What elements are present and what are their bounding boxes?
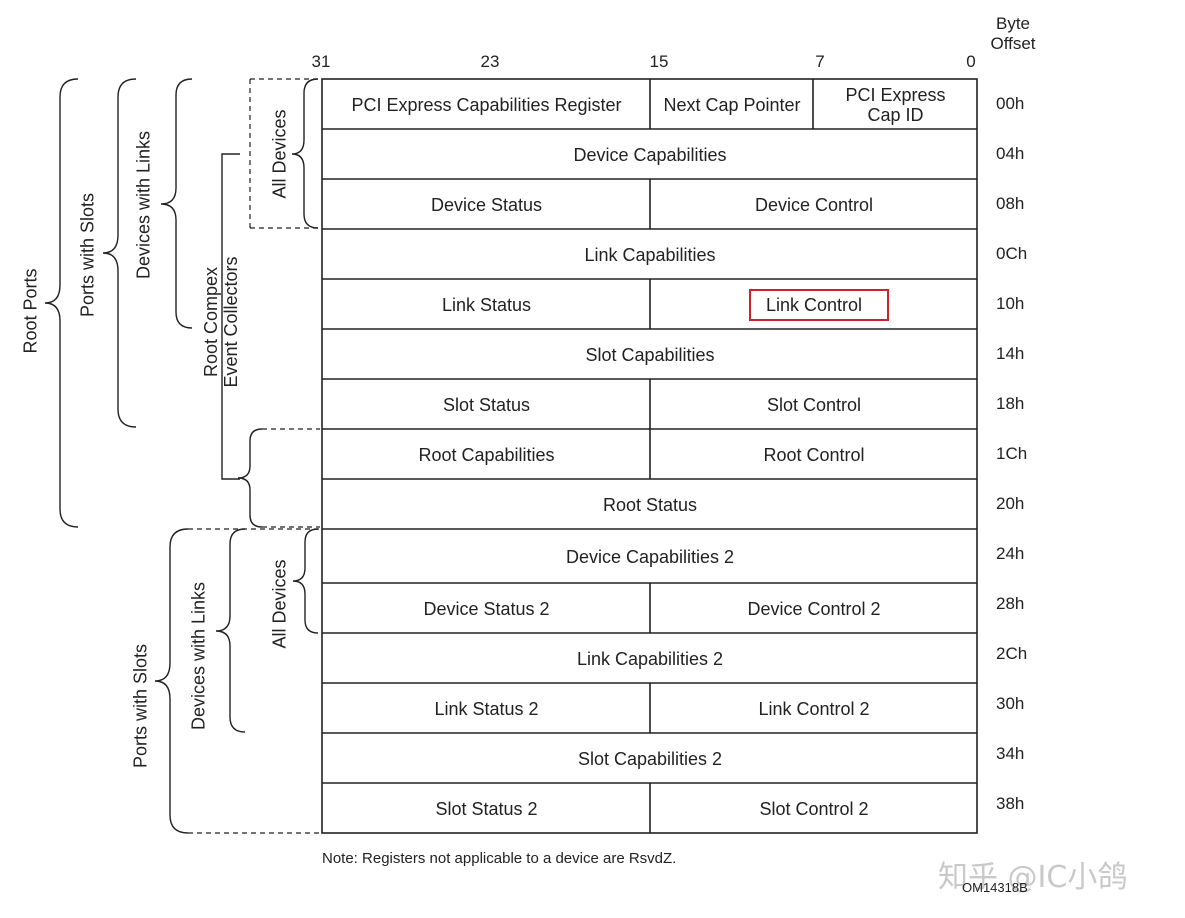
offset-label: 20h xyxy=(996,494,1025,513)
bit-0-label: 0 xyxy=(966,52,976,71)
offset-label: 00h xyxy=(996,94,1025,113)
cell-link-capabilities-2: Link Capabilities 2 xyxy=(576,648,724,669)
root-ports-label: Root Ports xyxy=(20,268,41,354)
cell-device-capabilities-2: Device Capabilities 2 xyxy=(565,546,735,567)
bit-15-label: 15 xyxy=(649,52,669,71)
cell-next-cap-pointer: Next Cap Pointer xyxy=(663,94,801,115)
root-registers-brace xyxy=(237,428,263,528)
cell-link-status: Link Status xyxy=(441,294,532,315)
offset-label: 30h xyxy=(996,694,1025,713)
ports-with-slots-label: Ports with Slots xyxy=(77,192,98,318)
offset-label: 1Ch xyxy=(996,444,1028,463)
devices-with-links-label: Devices with Links xyxy=(133,130,154,280)
devices-with-links-brace xyxy=(160,78,193,329)
cell-pcie-capabilities-register: PCI Express Capabilities Register xyxy=(351,94,622,115)
figure-id: OM14318B xyxy=(962,880,1028,895)
link-control-highlight xyxy=(749,289,889,321)
devices-with-links-2-brace xyxy=(215,528,246,733)
cell-device-control: Device Control xyxy=(754,194,874,215)
cell-slot-status-2: Slot Status 2 xyxy=(435,798,538,819)
offset-label: 14h xyxy=(996,344,1025,363)
offset-label: 08h xyxy=(996,194,1025,213)
cell-device-status: Device Status xyxy=(430,194,543,215)
brackets xyxy=(44,78,319,834)
all-devices-2-label: All Devices xyxy=(269,559,290,649)
footnote: Note: Registers not applicable to a devi… xyxy=(322,850,677,867)
offset-label: 04h xyxy=(996,144,1025,163)
ports-with-slots-brace xyxy=(102,78,137,428)
cell-device-status-2: Device Status 2 xyxy=(423,598,550,619)
bit-31-label: 31 xyxy=(311,52,331,71)
cell-slot-capabilities: Slot Capabilities xyxy=(585,344,715,365)
bit-7-label: 7 xyxy=(815,52,825,71)
offset-label: 38h xyxy=(996,794,1025,813)
bit-23-label: 23 xyxy=(480,52,500,71)
watermark: 知乎 @IC小鸽 xyxy=(938,860,1128,895)
offset-label: 34h xyxy=(996,744,1025,763)
devices-with-links-2-label: Devices with Links xyxy=(188,581,209,731)
cell-device-control-2: Device Control 2 xyxy=(747,598,881,619)
cell-pcie-cap-id: PCI Express Cap ID xyxy=(845,84,946,125)
root-complex-bracket xyxy=(221,153,240,480)
offset-label: 2Ch xyxy=(996,644,1028,663)
cell-slot-control-2: Slot Control 2 xyxy=(759,798,869,819)
cell-slot-control: Slot Control xyxy=(766,394,862,415)
register-table-grid xyxy=(321,78,978,834)
cell-link-control: Link Control xyxy=(765,294,863,315)
all-devices-brace xyxy=(291,78,319,229)
all-devices-label: All Devices xyxy=(269,109,290,199)
all-devices-2-brace xyxy=(292,528,319,634)
cell-root-status: Root Status xyxy=(602,494,698,515)
offset-label: 18h xyxy=(996,394,1025,413)
root-ports-brace xyxy=(44,78,79,528)
cell-slot-capabilities-2: Slot Capabilities 2 xyxy=(577,748,723,769)
ports-with-slots-2-label: Ports with Slots xyxy=(130,643,151,769)
cell-device-capabilities: Device Capabilities xyxy=(573,144,727,165)
cell-link-control-2: Link Control 2 xyxy=(758,698,870,719)
root-complex-event-collectors-label: Root Compex Event Collectors xyxy=(201,256,241,388)
offset-label: 10h xyxy=(996,294,1025,313)
offset-label: 0Ch xyxy=(996,244,1028,263)
cell-slot-status: Slot Status xyxy=(442,394,531,415)
ports-with-slots-2-brace xyxy=(154,528,189,834)
offset-label: 24h xyxy=(996,544,1025,563)
dashed-guides xyxy=(188,78,320,834)
cell-root-capabilities: Root Capabilities xyxy=(418,444,555,465)
cell-link-status-2: Link Status 2 xyxy=(434,698,539,719)
offset-label: 28h xyxy=(996,594,1025,613)
byte-offset-header: Byte Offset xyxy=(990,14,1036,53)
cell-link-capabilities: Link Capabilities xyxy=(584,244,716,265)
cell-root-control: Root Control xyxy=(763,444,865,465)
